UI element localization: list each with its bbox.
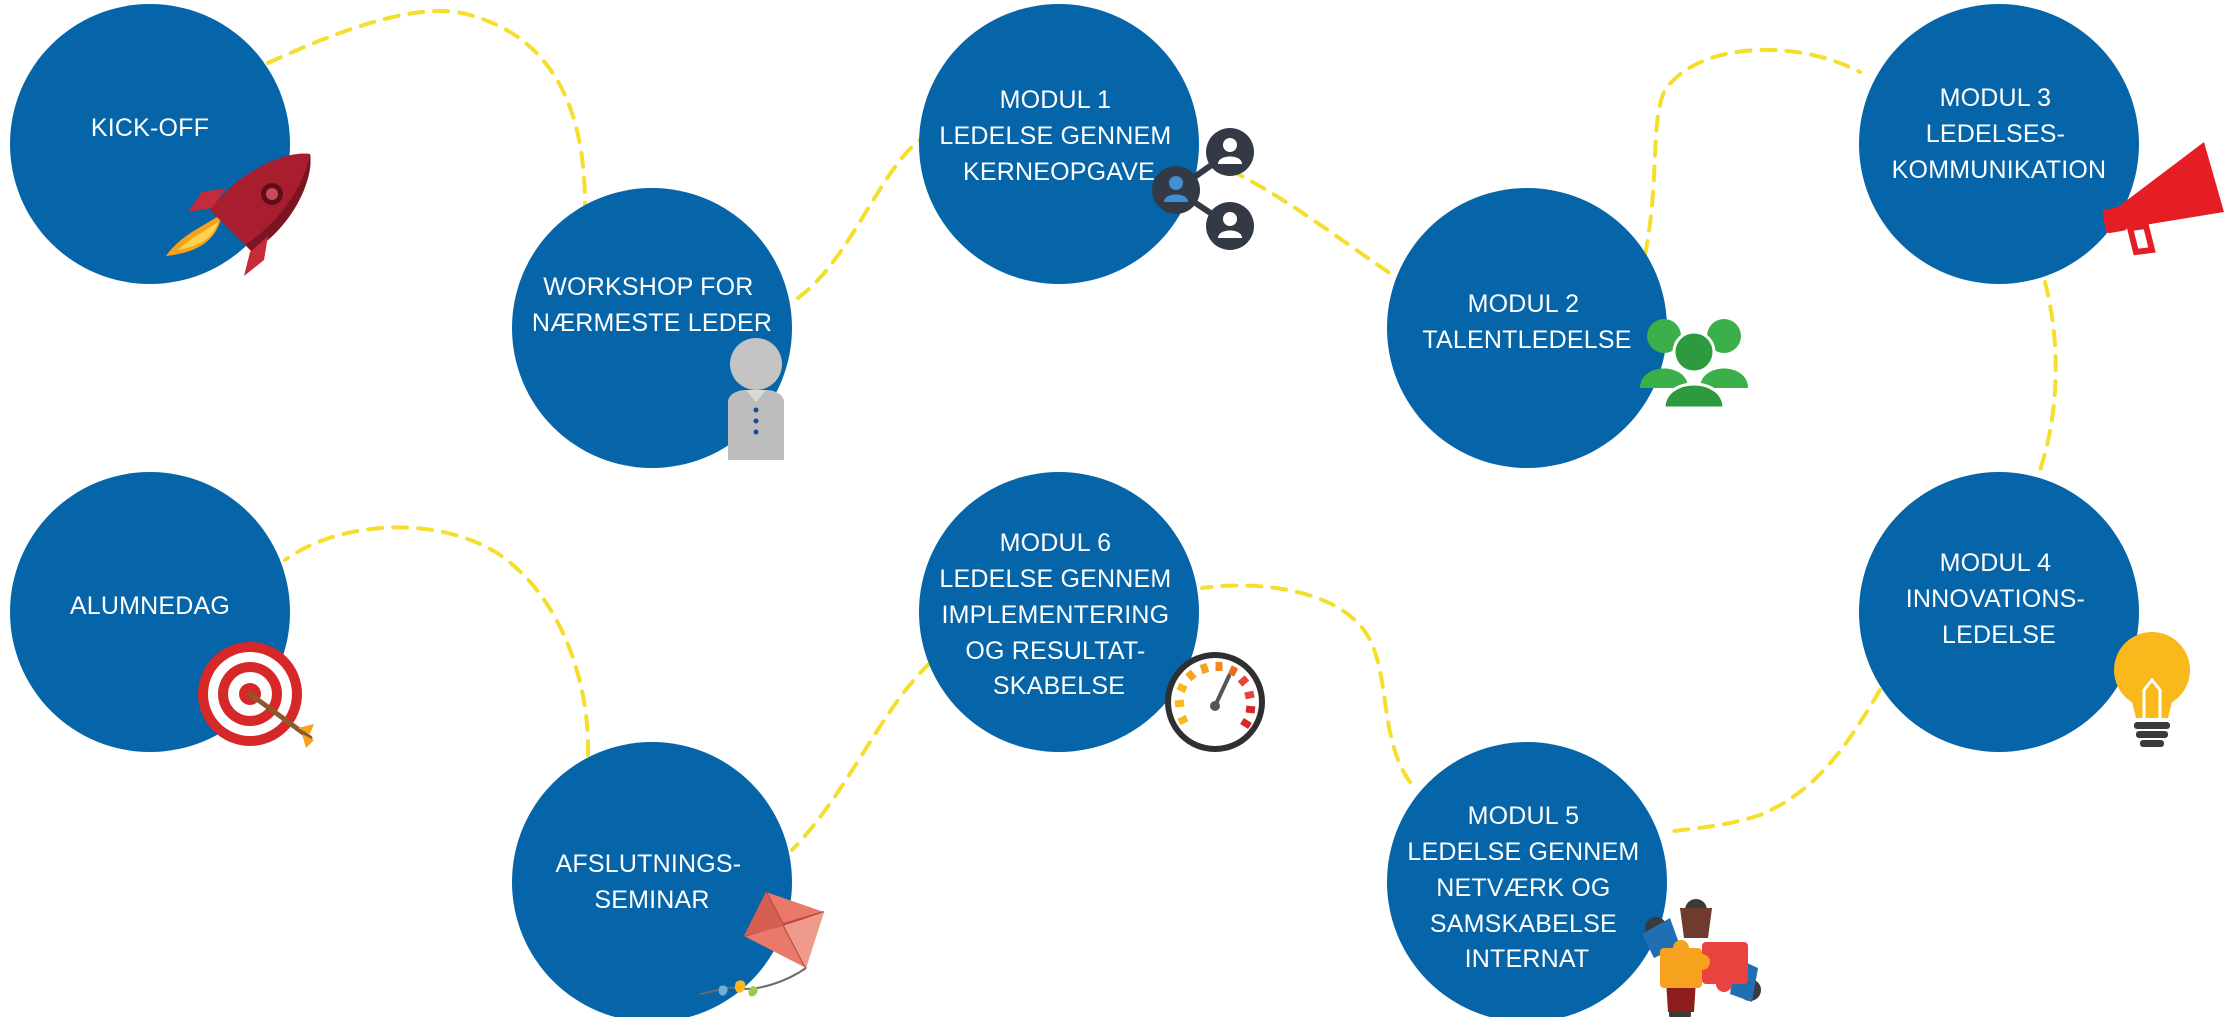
node-modul2-label: MODUL 2 TALENTLEDELSE xyxy=(1422,290,1631,354)
node-kickoff-line: KICK-OFF xyxy=(91,114,209,142)
node-modul3-line: LEDELSES- xyxy=(1926,120,2065,148)
node-modul6-circle xyxy=(919,472,1199,752)
rocket-icon xyxy=(166,153,311,276)
node-modul6-label: MODUL 6 LEDELSE GENNEM IMPLEMENTERING OG… xyxy=(939,529,1178,700)
kite-icon xyxy=(699,891,825,997)
node-modul3-circle xyxy=(1859,4,2139,284)
node-modul4-label: MODUL 4 INNOVATIONS- LEDELSE xyxy=(1906,549,2092,649)
node-modul1-circle xyxy=(919,4,1199,284)
connector-afslutning-alumnedag xyxy=(283,525,591,757)
gauge-icon xyxy=(1165,652,1265,752)
node-modul2-line: MODUL 2 xyxy=(1468,290,1580,318)
target-icon xyxy=(198,642,314,748)
connector-modul5-modul6 xyxy=(1200,583,1412,784)
node-alumnedag-line: ALUMNEDAG xyxy=(70,592,230,620)
node-modul6-line: MODUL 6 xyxy=(1000,529,1112,557)
node-workshop-line: WORKSHOP FOR xyxy=(543,273,753,301)
connector-kickoff-workshop xyxy=(266,9,587,207)
node-afslutning-line: AFSLUTNINGS- xyxy=(556,850,742,878)
node-modul2-line: TALENTLEDELSE xyxy=(1422,326,1631,354)
node-modul3-label: MODUL 3 LEDELSES- KOMMUNIKATION xyxy=(1892,84,2107,184)
node-modul6-line: IMPLEMENTERING xyxy=(942,601,1170,629)
connector-modul2-modul3 xyxy=(1643,47,1862,257)
person-icon xyxy=(728,338,784,460)
megaphone-icon xyxy=(2102,142,2224,256)
node-kickoff-label: KICK-OFF xyxy=(91,114,209,142)
connector-modul6-afslutning xyxy=(790,661,932,852)
connector-paths xyxy=(266,9,2058,852)
node-workshop-label: WORKSHOP FOR NÆRMESTE LEDER xyxy=(532,273,772,337)
node-modul4-line: LEDELSE xyxy=(1942,621,2056,649)
node-modul5-line: SAMSKABELSE xyxy=(1430,910,1617,938)
node-modul4-circle xyxy=(1859,472,2139,752)
node-modul1-label: MODUL 1 LEDELSE GENNEM KERNEOPGAVE xyxy=(939,86,1178,186)
node-modul2-circle xyxy=(1387,188,1667,468)
node-modul3-line: KOMMUNIKATION xyxy=(1892,156,2107,184)
node-modul5-line: NETVÆRK OG xyxy=(1436,874,1610,902)
node-modul6-line: SKABELSE xyxy=(993,672,1125,700)
node-afslutning-line: SEMINAR xyxy=(594,886,709,914)
node-afslutning-label: AFSLUTNINGS- SEMINAR xyxy=(556,850,749,914)
connector-modul1-modul2 xyxy=(1228,168,1402,282)
node-modul5-circle xyxy=(1387,742,1667,1017)
node-modul6-line: LEDELSE GENNEM xyxy=(939,565,1171,593)
connector-workshop-modul1 xyxy=(796,138,922,300)
node-modul1-line: MODUL 1 xyxy=(1000,86,1112,114)
node-modul1-line: LEDELSE GENNEM xyxy=(939,122,1171,150)
puzzle-icon xyxy=(1642,899,1761,1017)
node-alumnedag-label: ALUMNEDAG xyxy=(70,592,230,620)
node-modul6-line: OG RESULTAT- xyxy=(965,637,1145,665)
lightbulb-icon xyxy=(2114,632,2190,747)
journey-circles xyxy=(10,4,2139,1017)
node-modul4-line: INNOVATIONS- xyxy=(1906,585,2085,613)
node-modul5-label: MODUL 5 LEDELSE GENNEM NETVÆRK OG SAMSKA… xyxy=(1407,802,1646,973)
node-workshop-circle xyxy=(512,188,792,468)
node-workshop-line: NÆRMESTE LEDER xyxy=(532,309,772,337)
journey-labels: KICK-OFF WORKSHOP FOR NÆRMESTE LEDER MOD… xyxy=(70,84,2106,973)
node-modul4-line: MODUL 4 xyxy=(1940,549,2052,577)
node-modul5-line: MODUL 5 xyxy=(1468,802,1580,830)
connector-modul4-modul5 xyxy=(1663,688,1882,834)
node-modul5-line: INTERNAT xyxy=(1465,945,1590,973)
group-icon xyxy=(1640,319,1748,410)
connector-modul3-modul4 xyxy=(2038,280,2058,472)
node-modul5-line: LEDELSE GENNEM xyxy=(1407,838,1639,866)
node-afslutning-circle xyxy=(512,742,792,1017)
network-icon xyxy=(1152,128,1254,250)
node-modul3-line: MODUL 3 xyxy=(1940,84,2052,112)
node-modul1-line: KERNEOPGAVE xyxy=(963,158,1155,186)
